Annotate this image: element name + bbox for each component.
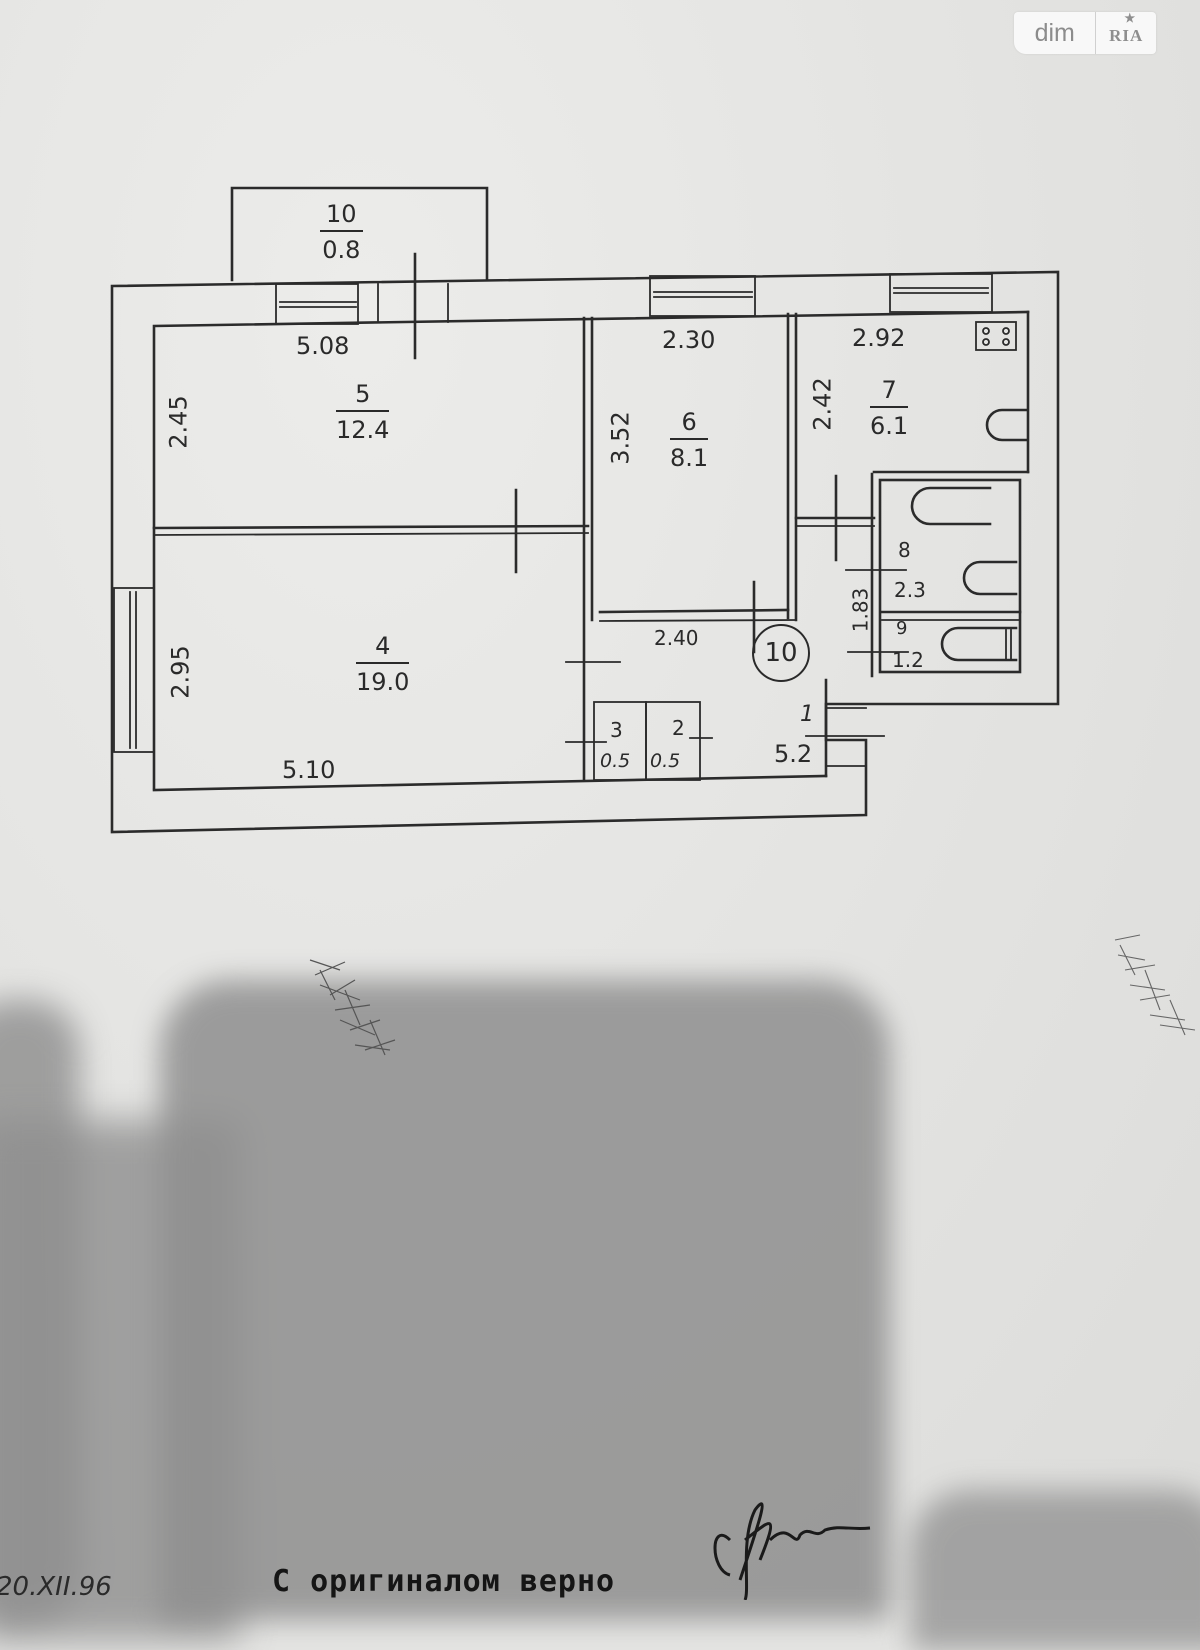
window: [275, 283, 359, 325]
pencil-scribble: [1114, 934, 1196, 1036]
room-8-number: 8: [898, 538, 911, 562]
room-8-area: 2.3: [894, 578, 926, 602]
pencil-scribble: [309, 959, 396, 1056]
room-9-area: 1.2: [892, 648, 924, 672]
closet-3-area: 0.5: [600, 750, 631, 772]
room-4-width: 5.10: [282, 756, 336, 784]
room-9-number: 9: [896, 618, 908, 639]
room-4: 4 19.0: [356, 632, 410, 696]
signature: [713, 1502, 871, 1600]
room-5-depth: 2.45: [164, 395, 193, 449]
room-1-area: 5.2: [774, 740, 813, 768]
room-1-number: 1: [800, 702, 814, 727]
closet-3-number: 3: [610, 718, 623, 742]
room-7-kitchen: 7 6.1: [870, 376, 909, 440]
room-5-width: 5.08: [296, 332, 350, 360]
shadow: [160, 980, 890, 1620]
floor-plan-drawing: [110, 186, 1060, 834]
dimria-watermark: dim ★ RIA: [1014, 11, 1156, 54]
window: [113, 587, 155, 753]
stove-icon: [975, 321, 1017, 351]
kitchen-sink-icon: [985, 408, 1028, 442]
bath-depth: 1.83: [848, 587, 873, 633]
toilet-icon: [940, 626, 1018, 662]
circled-marker: 10: [752, 624, 810, 682]
closet-2-area: 0.5: [650, 750, 681, 772]
balcony-outline: [230, 186, 489, 282]
room-7-width: 2.92: [852, 324, 906, 352]
room-5: 5 12.4: [336, 380, 390, 444]
room-4-depth: 2.95: [166, 645, 195, 699]
room-6-width: 2.30: [662, 326, 716, 354]
watermark-dim: dim: [1014, 12, 1097, 54]
certification-stamp: С оригиналом верно: [272, 1564, 616, 1599]
window: [889, 273, 993, 313]
closet-2-number: 2: [672, 716, 685, 740]
bathroom-block: [878, 478, 1022, 674]
room-10-balcony: 10 0.8: [320, 200, 363, 264]
room-6: 6 8.1: [670, 408, 709, 472]
certification-date: 20.XII.96: [0, 1572, 112, 1602]
star-icon: ★: [1124, 11, 1137, 25]
room-6-depth: 3.52: [606, 411, 635, 465]
corridor-width: 2.40: [654, 626, 699, 650]
watermark-ria: ★ RIA: [1109, 11, 1144, 45]
window: [649, 275, 756, 317]
sink-icon: [962, 560, 1018, 596]
room-7-depth: 2.42: [808, 377, 837, 431]
bathtub-icon: [910, 486, 992, 526]
